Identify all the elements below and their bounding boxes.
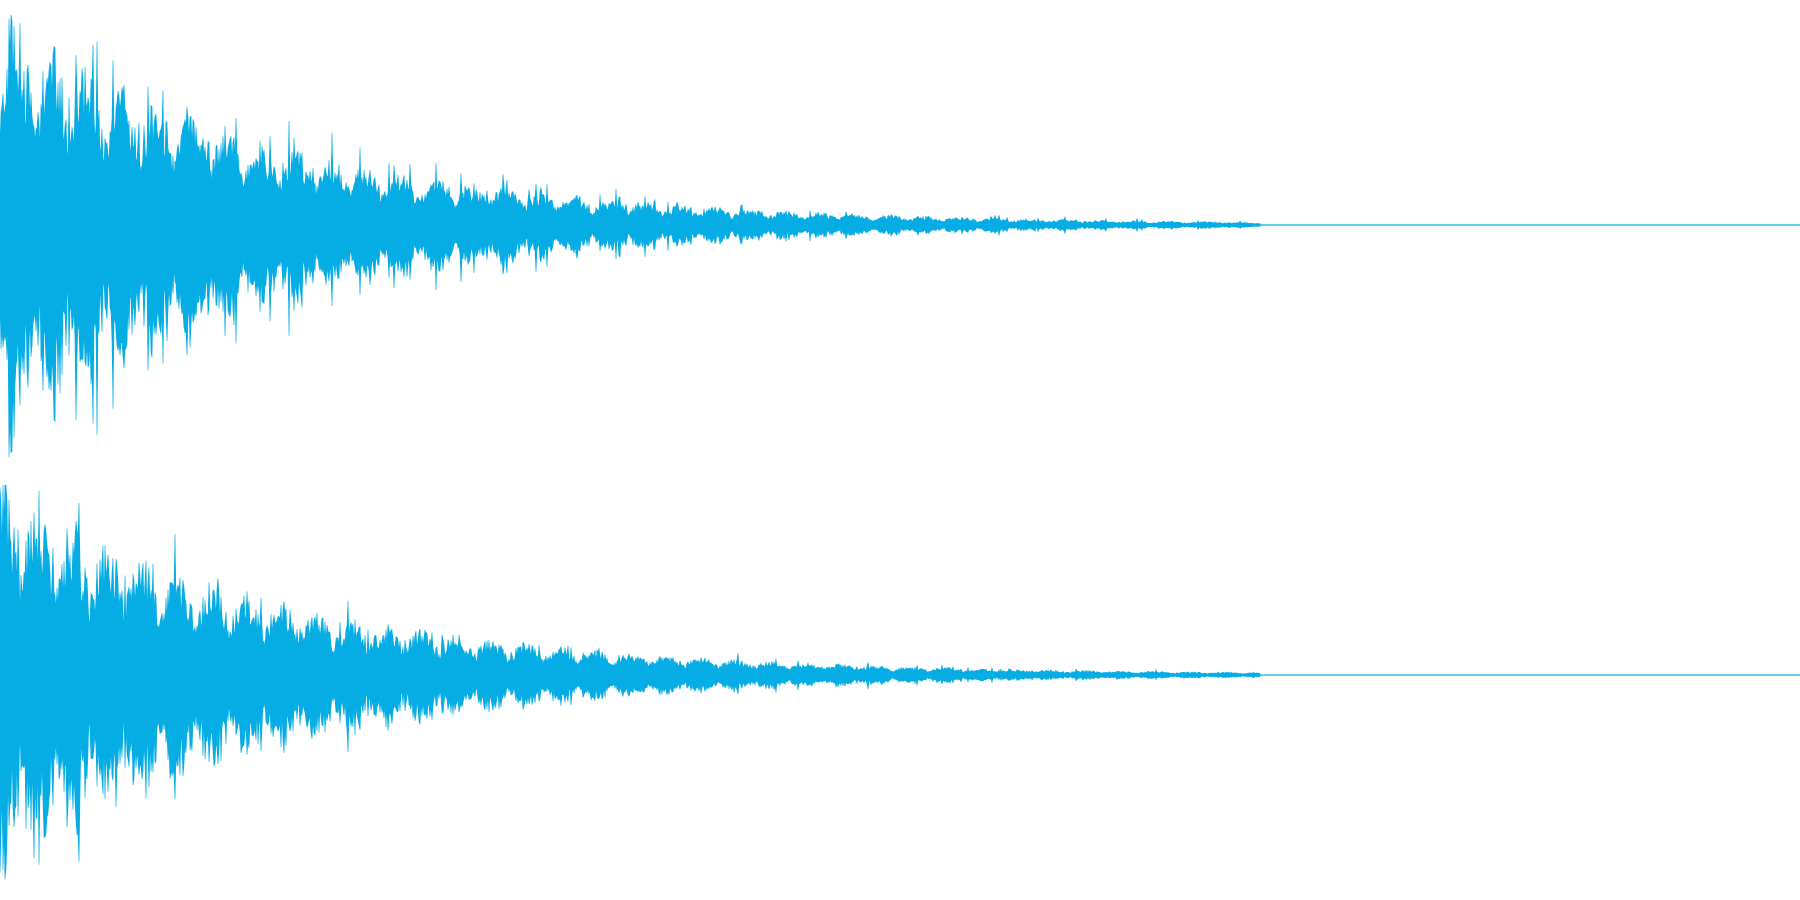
channel-left-waveform[interactable]: [0, 14, 1800, 458]
waveform-amplitude: [0, 14, 1261, 458]
waveform-amplitude: [0, 484, 1261, 880]
channel-right-waveform[interactable]: [0, 484, 1800, 880]
